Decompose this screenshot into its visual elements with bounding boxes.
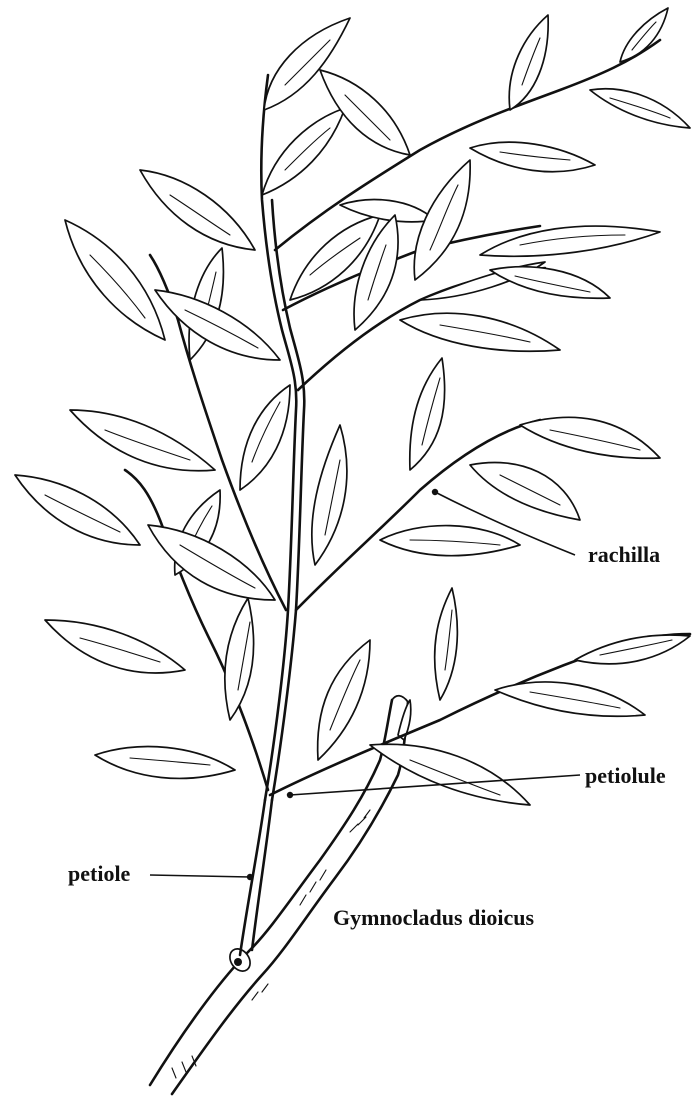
petiole-label: petiole <box>68 861 131 886</box>
petiolule-label: petiolule <box>585 763 666 788</box>
main-rachis <box>240 75 304 955</box>
rachilla-dot <box>432 489 438 495</box>
rachilla-label: rachilla <box>588 542 660 567</box>
species-label: Gymnocladus dioicus <box>333 905 535 930</box>
leaflets <box>15 8 690 805</box>
petiolule-dot <box>287 792 293 798</box>
petiole-dot <box>247 874 253 880</box>
